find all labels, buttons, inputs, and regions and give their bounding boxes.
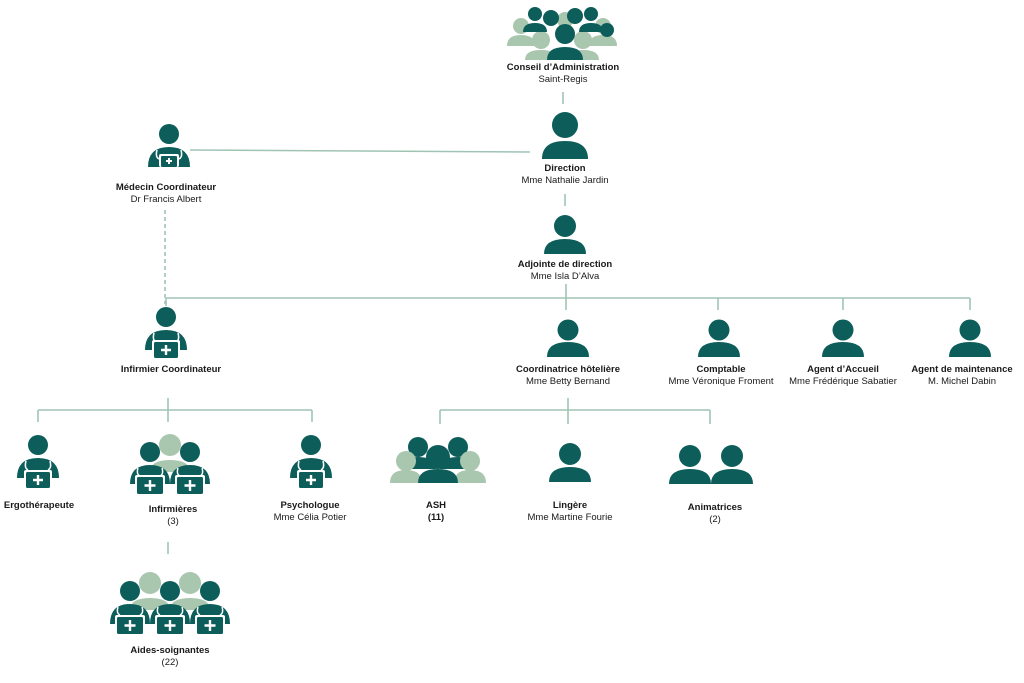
node-subtitle: Saint-Regis	[538, 74, 588, 85]
node-medecin: Médecin Coordinateur Dr Francis Albert	[96, 182, 236, 206]
node-title: Conseil d’Administration	[506, 62, 620, 73]
node-title: Ergothérapeute	[3, 500, 75, 511]
node-animatrices: Animatrices (2)	[645, 502, 785, 526]
node-title: Médecin Coordinateur	[115, 182, 217, 193]
node-title: Agent de maintenance	[911, 364, 1013, 375]
node-subtitle: (22)	[161, 657, 179, 668]
person-icon	[698, 319, 740, 357]
node-title: Aides-soignantes	[130, 645, 210, 656]
node-maintenance: Agent de maintenance M. Michel Dabin	[904, 364, 1020, 388]
node-adjointe: Adjointe de direction Mme Isla D’Alva	[495, 259, 635, 283]
node-title: Psychologue	[280, 500, 340, 511]
node-subtitle: Mme Betty Bernand	[526, 376, 610, 387]
node-subtitle: Mme Isla D’Alva	[530, 271, 600, 282]
doctor-icon	[145, 307, 187, 360]
node-title: Infirmières	[148, 504, 198, 515]
node-title: Adjointe de direction	[517, 259, 613, 270]
doctor-group-icon	[110, 572, 230, 636]
node-title: Animatrices	[687, 502, 743, 513]
node-infirmier: Infirmier Coordinateur	[101, 364, 241, 376]
node-psychologue: Psychologue Mme Célia Potier	[240, 500, 380, 524]
doctor-group-icon	[130, 434, 210, 496]
node-ash: ASH (11)	[386, 500, 486, 524]
node-title: Lingère	[552, 500, 588, 511]
node-direction: Direction Mme Nathalie Jardin	[495, 163, 635, 187]
person-icon	[544, 215, 586, 254]
node-ergo: Ergothérapeute	[0, 500, 78, 512]
board-group-icon	[507, 7, 617, 60]
node-subtitle: (3)	[167, 516, 179, 527]
node-accueil: Agent d’Accueil Mme Frédérique Sabatier	[773, 364, 913, 388]
node-title: Coordinatrice hôtelière	[516, 364, 620, 375]
doctor-icon	[148, 124, 190, 167]
person-icon	[549, 443, 591, 482]
node-coordinatrice: Coordinatrice hôtelière Mme Betty Bernan…	[498, 364, 638, 388]
staff-group-icon	[390, 437, 486, 483]
doctor-icon	[290, 435, 332, 490]
node-infirmieres: Infirmières (3)	[103, 504, 243, 528]
person-icon	[822, 319, 864, 357]
person-pair-icon	[669, 445, 753, 484]
node-subtitle: M. Michel Dabin	[927, 376, 997, 387]
node-subtitle: (2)	[709, 514, 721, 525]
doctor-icon	[17, 435, 59, 490]
node-subtitle: (11)	[427, 512, 445, 523]
node-subtitle: Mme Véronique Froment	[668, 376, 774, 387]
node-comptable: Comptable Mme Véronique Froment	[651, 364, 791, 388]
node-subtitle: Mme Frédérique Sabatier	[789, 376, 897, 387]
node-title: Infirmier Coordinateur	[120, 364, 222, 375]
node-subtitle: Dr Francis Albert	[130, 194, 202, 205]
node-title: Direction	[544, 163, 586, 174]
connector-medecin-direction	[189, 149, 531, 153]
person-icon	[547, 319, 589, 357]
node-aides: Aides-soignantes (22)	[100, 645, 240, 669]
person-icon	[949, 319, 991, 357]
node-conseil: Conseil d’Administration Saint-Regis	[493, 62, 633, 86]
node-title: ASH	[425, 500, 447, 511]
node-subtitle: Mme Célia Potier	[273, 512, 347, 523]
node-title: Comptable	[696, 364, 746, 375]
node-subtitle: Mme Martine Fourie	[527, 512, 613, 523]
node-subtitle: Mme Nathalie Jardin	[521, 175, 609, 186]
node-lingere: Lingère Mme Martine Fourie	[500, 500, 640, 524]
person-icon	[542, 112, 588, 159]
node-title: Agent d’Accueil	[807, 364, 879, 375]
